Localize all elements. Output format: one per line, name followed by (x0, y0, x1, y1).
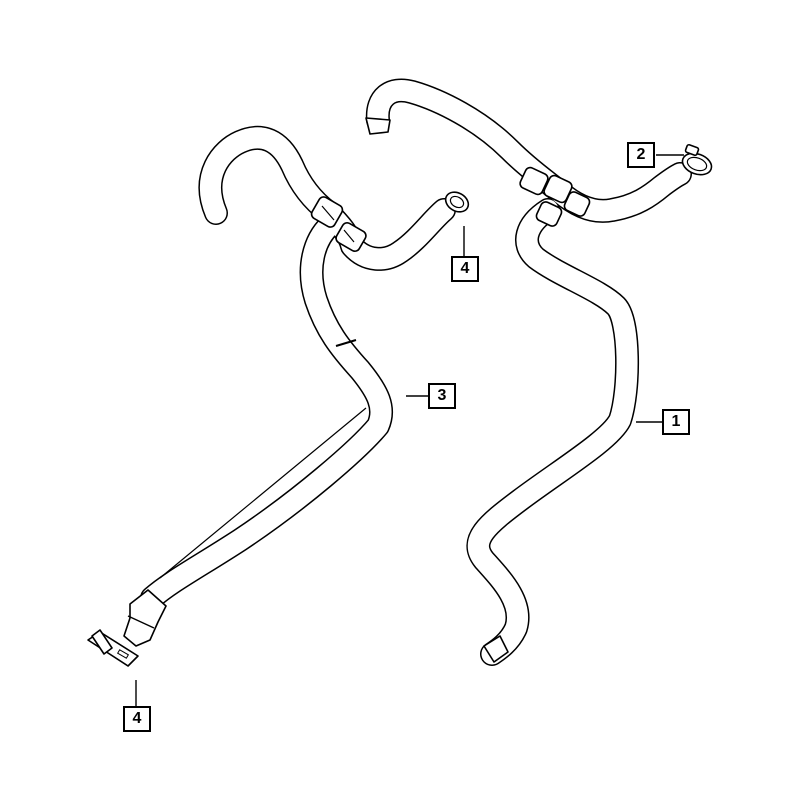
hose-3-clamp-2 (335, 222, 367, 252)
clamp-2-band-inner (686, 156, 708, 172)
hose-3-body-inner (141, 127, 455, 609)
hose-3-outlet (123, 589, 167, 647)
hose-1-clamp-1 (519, 166, 549, 196)
clamp-2-tab (684, 143, 700, 157)
clamp-4-lower-slot (116, 649, 130, 659)
clamp-4-upper (444, 191, 470, 213)
clamp-4-upper-band-inner (449, 195, 465, 209)
hose-3-tee-ribs (321, 205, 355, 243)
hose-3-sleeve-line (159, 407, 367, 579)
callout-2: 2 (627, 142, 655, 168)
clamp-2 (681, 143, 713, 176)
callout-4-upper: 4 (451, 256, 479, 282)
hose-1-inlet (365, 117, 391, 135)
callout-3: 3 (428, 383, 456, 409)
hose-3-sleeve-joint (335, 339, 357, 347)
hose-1 (365, 78, 692, 666)
hose-3 (123, 125, 456, 647)
hose-1-clamp-3 (563, 191, 591, 217)
hose-1-clamp-4 (535, 201, 563, 227)
callout-1: 1 (662, 409, 690, 435)
hose-1-outlet (483, 635, 509, 663)
callout-4-lower: 4 (123, 706, 151, 732)
hose-3-body (140, 125, 456, 610)
hose-3-outlet-ring (127, 615, 155, 629)
clamp-4-lower-handle (91, 629, 113, 655)
clamp-4-lower (87, 629, 139, 667)
